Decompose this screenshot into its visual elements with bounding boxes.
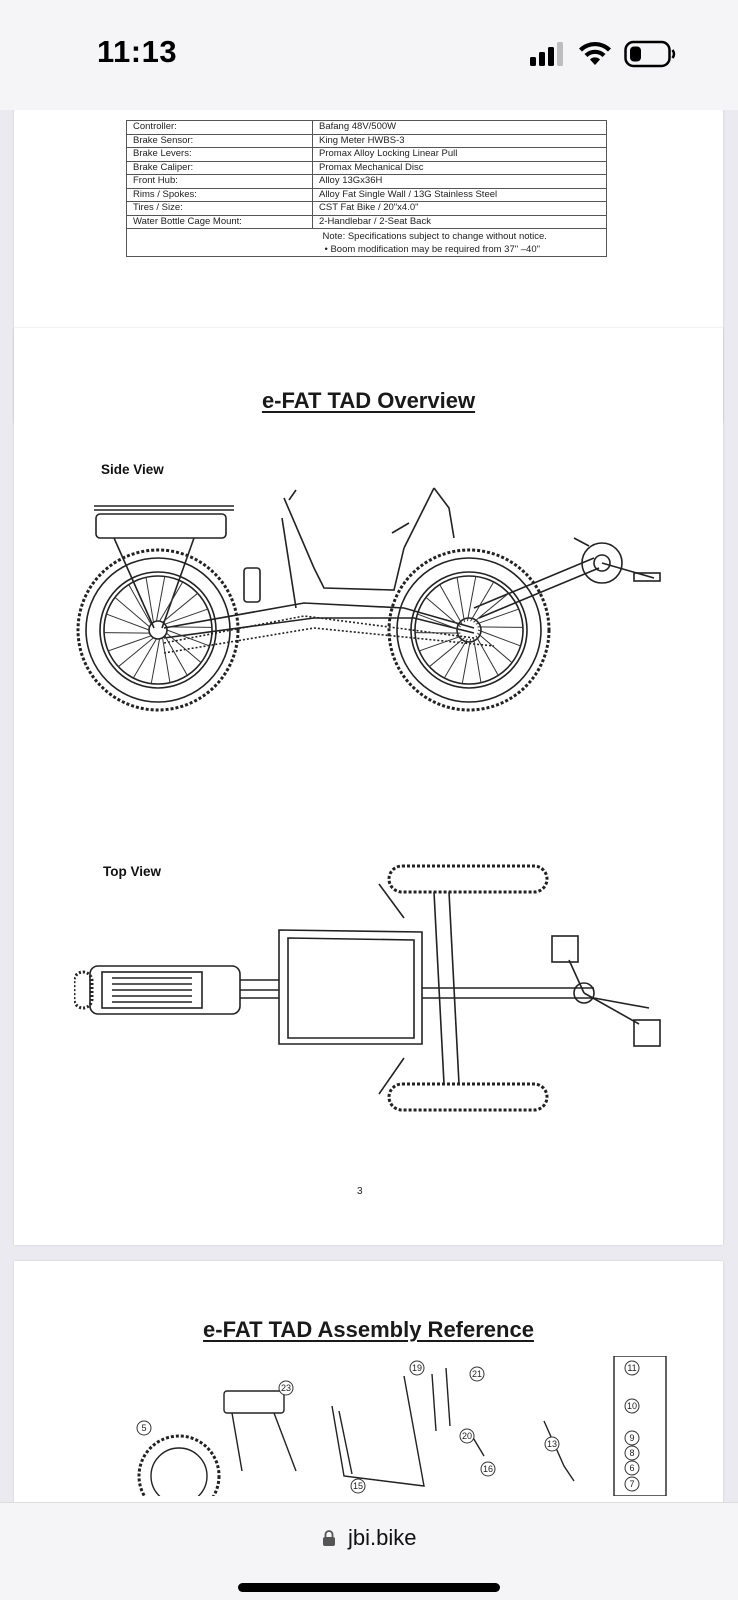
status-bar: 11:13	[0, 0, 738, 110]
spec-value: CST Fat Bike / 20"x4.0"	[312, 201, 607, 216]
callout-circle	[469, 1366, 485, 1382]
spec-value: 2-Handlebar / 2-Seat Back	[312, 214, 607, 229]
spec-value: Promax Alloy Locking Linear Pull	[312, 147, 607, 162]
status-time: 11:13	[97, 34, 178, 69]
callout-label: 7	[629, 1479, 634, 1489]
callout-label: 13	[547, 1439, 557, 1449]
table-row: Front Hub:Alloy 13Gx36H	[126, 174, 607, 189]
wifi-icon	[579, 42, 611, 65]
cellular-signal-icon	[530, 42, 563, 66]
page-title: e-FAT TAD Assembly Reference	[203, 1317, 534, 1342]
callout-layer: 5 23 19 21 20 16 15 13 11 10 9 8 6 7	[136, 1360, 640, 1494]
table-row: Brake Sensor:King Meter HWBS-3	[126, 133, 607, 148]
callout-circle	[624, 1360, 640, 1376]
callout-label: 19	[412, 1363, 422, 1373]
table-row: Rims / Spokes:Alloy Fat Single Wall / 13…	[126, 187, 607, 202]
table-row: Tires / Size:CST Fat Bike / 20"x4.0"	[126, 201, 607, 216]
table-row: Controller:Bafang 48V/500W	[126, 120, 607, 135]
callout-label: 16	[483, 1464, 493, 1474]
side-view-label: Side View	[101, 462, 164, 477]
callout-circle	[278, 1380, 294, 1396]
table-row: Water Bottle Cage Mount:2-Handlebar / 2-…	[126, 214, 607, 229]
table-row: Brake Caliper:Promax Mechanical Disc	[126, 160, 607, 175]
address-bar[interactable]: jbi.bike	[0, 1525, 738, 1551]
battery-icon	[624, 40, 676, 68]
table-row: Brake Levers:Promax Alloy Locking Linear…	[126, 147, 607, 162]
assembly-drawing	[137, 1356, 667, 1496]
pdf-viewer[interactable]: Controller:Bafang 48V/500W Brake Sensor:…	[0, 110, 738, 1502]
spec-label: Brake Levers:	[126, 147, 313, 162]
spec-label: Water Bottle Cage Mount:	[126, 214, 313, 229]
callout-label: 6	[629, 1463, 634, 1473]
callout-label: 5	[141, 1423, 146, 1433]
spec-empty-cell	[126, 228, 313, 257]
home-indicator[interactable]	[238, 1583, 500, 1592]
callout-circle	[624, 1445, 640, 1461]
spec-note-line-2: • Boom modification may be required from…	[324, 243, 540, 255]
callout-circle	[624, 1398, 640, 1414]
callout-circle	[136, 1420, 152, 1436]
spec-label: Front Hub:	[126, 174, 313, 189]
pdf-page-4: e-FAT TAD Assembly Reference	[14, 1261, 723, 1502]
spec-value: King Meter HWBS-3	[312, 133, 607, 148]
spec-note-line-1: Note: Specifications subject to change w…	[322, 231, 547, 242]
spec-label: Rims / Spokes:	[126, 187, 313, 202]
spec-value: Promax Mechanical Disc	[312, 160, 607, 175]
browser-bottom-bar: jbi.bike	[0, 1502, 738, 1600]
spec-table: Controller:Bafang 48V/500W Brake Sensor:…	[126, 120, 607, 257]
spec-note: Note: Specifications subject to change w…	[312, 228, 607, 257]
callout-label: 9	[629, 1433, 634, 1443]
spec-label: Brake Caliper:	[126, 160, 313, 175]
callout-label: 15	[353, 1481, 363, 1491]
callout-label: 20	[462, 1431, 472, 1441]
spec-value: Bafang 48V/500W	[312, 120, 607, 135]
callout-label: 21	[472, 1369, 482, 1379]
lock-icon	[322, 1530, 335, 1546]
callout-circle	[409, 1360, 425, 1376]
url-text: jbi.bike	[347, 1525, 417, 1550]
callout-label: 8	[629, 1448, 634, 1458]
pdf-page-3: e-FAT TAD Overview Side View	[14, 328, 723, 1245]
callout-circle	[350, 1478, 366, 1494]
table-row: Note: Specifications subject to change w…	[126, 228, 607, 257]
callout-label: 23	[281, 1383, 291, 1393]
spec-value: Alloy Fat Single Wall / 13G Stainless St…	[312, 187, 607, 202]
side-view-drawing	[76, 487, 661, 712]
page-title: e-FAT TAD Overview	[261, 388, 476, 413]
callout-circle	[459, 1428, 475, 1444]
callout-label: 11	[627, 1363, 636, 1373]
callout-label: 10	[627, 1401, 637, 1411]
callout-circle	[624, 1476, 640, 1492]
spec-label: Tires / Size:	[126, 201, 313, 216]
spec-value: Alloy 13Gx36H	[312, 174, 607, 189]
top-view-drawing	[74, 864, 661, 1112]
callout-circle	[544, 1436, 560, 1452]
callout-circle	[480, 1461, 496, 1477]
spec-label: Brake Sensor:	[126, 133, 313, 148]
callout-circle	[624, 1460, 640, 1476]
callout-circle	[624, 1430, 640, 1446]
page-number: 3	[357, 1186, 363, 1197]
spec-label: Controller:	[126, 120, 313, 135]
top-view-label: Top View	[103, 864, 162, 879]
